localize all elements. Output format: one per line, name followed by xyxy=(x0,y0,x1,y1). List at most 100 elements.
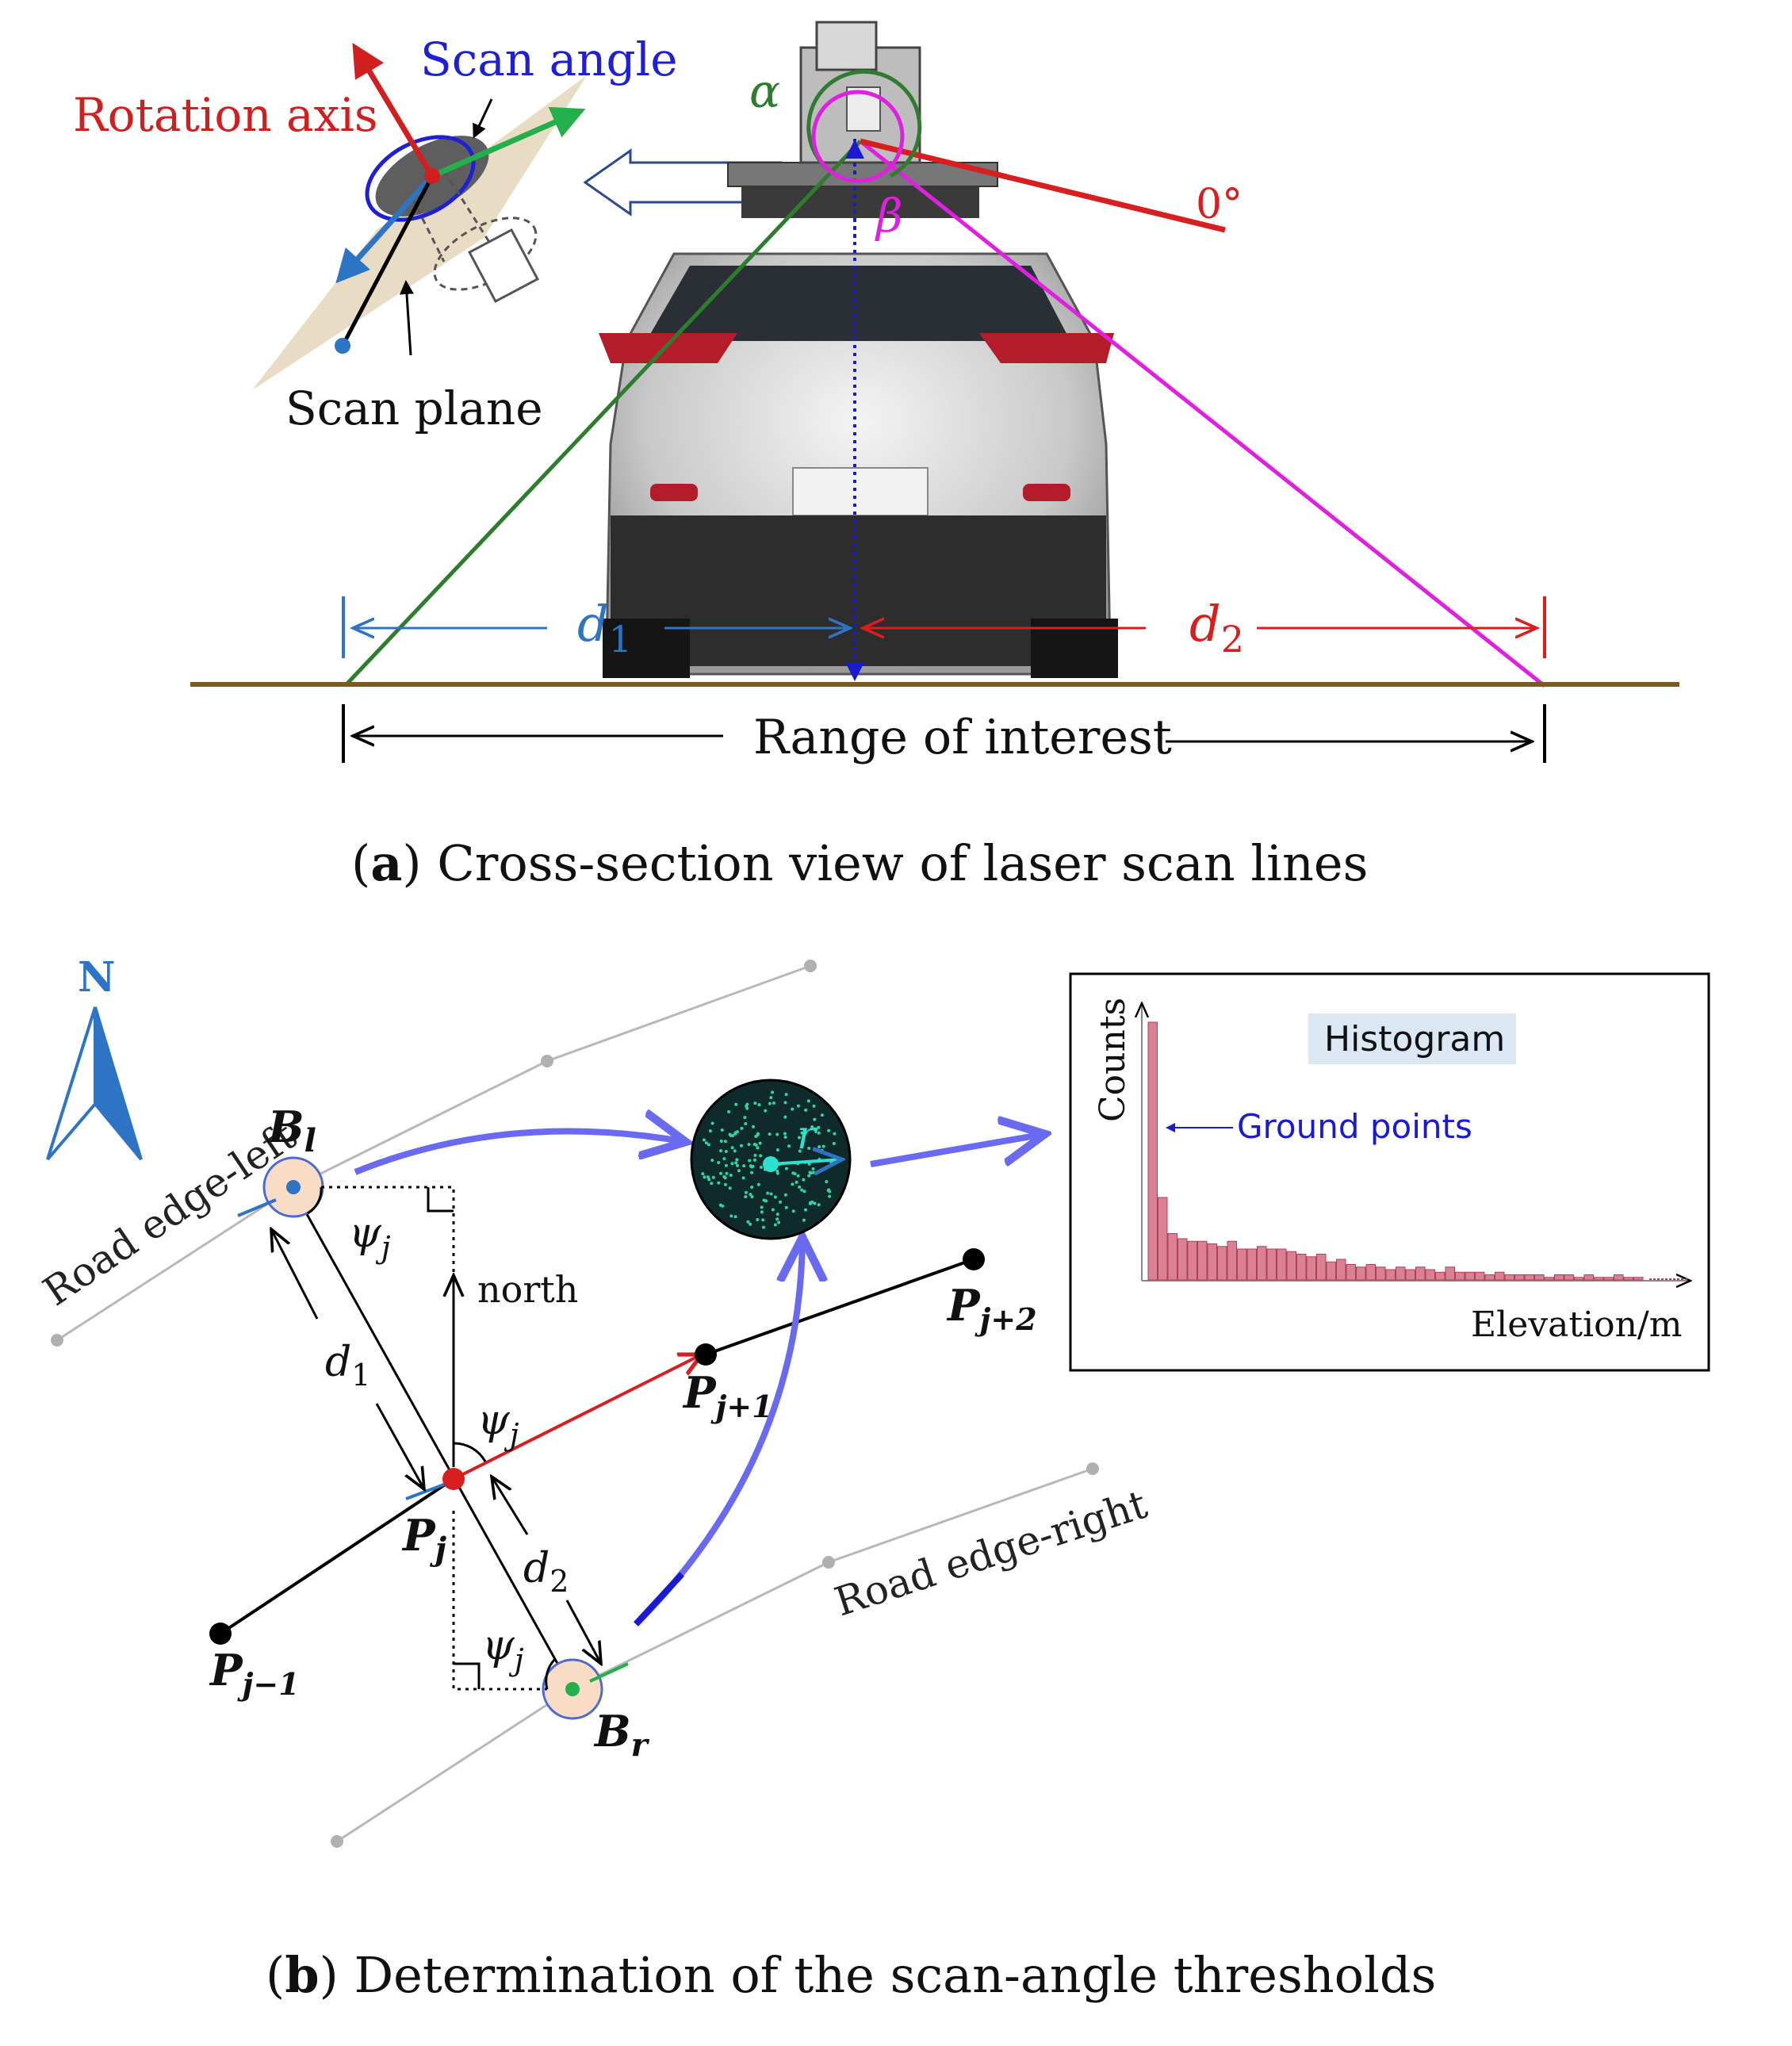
histogram-bar xyxy=(1669,1278,1671,1280)
disc-point xyxy=(817,1125,821,1129)
disc-point xyxy=(800,1131,804,1135)
disc-point xyxy=(710,1121,714,1125)
trajectory-forward xyxy=(705,1258,974,1356)
disc-point xyxy=(724,1149,728,1153)
d1-b-arrow-down xyxy=(375,1403,424,1489)
disc-point xyxy=(813,1117,817,1121)
disc-point xyxy=(740,1126,744,1130)
disc-point xyxy=(775,1217,779,1221)
label-d2-b: d2 xyxy=(523,1545,569,1599)
disc-point xyxy=(773,1195,777,1199)
caption-b: (b) Determination of the scan-angle thre… xyxy=(266,1946,1436,2004)
alpha-arc xyxy=(806,69,922,178)
histogram-bar xyxy=(1564,1274,1574,1281)
histogram-bar xyxy=(1594,1277,1604,1281)
histogram-bar xyxy=(1167,1233,1177,1281)
disc-point xyxy=(772,1102,775,1105)
disc-point xyxy=(808,1171,812,1174)
label-psi-bottom: ψj xyxy=(482,1622,524,1677)
disc-point xyxy=(704,1141,708,1145)
green-scan-arrow xyxy=(431,106,586,179)
blue-scan-arrow xyxy=(335,174,435,284)
histogram-bar xyxy=(1673,1278,1675,1280)
disc-point xyxy=(759,1166,763,1170)
disc-point xyxy=(771,1090,775,1094)
flow-arrow-bl-to-disc xyxy=(354,1131,686,1175)
dotted-helper-bottom xyxy=(452,1511,547,1691)
disc-point xyxy=(827,1128,831,1132)
point-br xyxy=(565,1682,580,1696)
disc-point xyxy=(764,1109,768,1113)
disc-point xyxy=(727,1109,731,1113)
bl-tick xyxy=(237,1198,277,1217)
disc-point xyxy=(761,1218,765,1222)
disc-point xyxy=(746,1220,750,1224)
histogram-bar xyxy=(1544,1277,1554,1281)
disc-point xyxy=(827,1188,831,1192)
road-edge-right-line xyxy=(336,1467,1093,1843)
dotted-helper-top xyxy=(321,1186,455,1289)
histogram-bar xyxy=(1296,1254,1307,1281)
disc-point xyxy=(833,1132,837,1136)
disc-point xyxy=(783,1193,787,1197)
scan-plane-inset xyxy=(252,42,587,390)
d1-b-arrow-up xyxy=(271,1229,319,1320)
disc-point xyxy=(735,1158,739,1162)
disc-point xyxy=(723,1182,727,1186)
label-psi-mid: ψj xyxy=(477,1397,519,1452)
disc-point xyxy=(706,1175,710,1179)
disc-point xyxy=(721,1204,725,1208)
caption-a: (a) Cross-section view of laser scan lin… xyxy=(351,834,1368,892)
disc-point xyxy=(784,1093,788,1097)
histogram-bar xyxy=(1514,1274,1525,1281)
disc-point xyxy=(832,1141,836,1145)
histogram-bar xyxy=(1187,1240,1197,1281)
histogram-bar xyxy=(1445,1266,1455,1281)
histogram-bar xyxy=(1425,1269,1435,1281)
beta-circle xyxy=(811,90,905,183)
disc-point xyxy=(775,1213,779,1216)
disc-point xyxy=(791,1171,795,1175)
disc-point xyxy=(760,1210,764,1214)
label-r: r xyxy=(797,1112,818,1158)
histogram-bar xyxy=(1277,1248,1287,1281)
histogram-bar xyxy=(1286,1251,1296,1281)
perpendicular-line xyxy=(290,1186,572,1688)
disc-point xyxy=(791,1107,795,1111)
disc-point xyxy=(802,1178,806,1182)
disc-point xyxy=(783,1101,787,1105)
point-pj-plus-1 xyxy=(695,1343,717,1366)
disc-point xyxy=(728,1132,732,1136)
flow-arrow-br-to-disc xyxy=(634,1237,802,1626)
disc-point xyxy=(736,1130,740,1134)
label-pj-plus-2: Pj+2 xyxy=(946,1280,1037,1337)
disc-point xyxy=(711,1175,715,1179)
disc-point xyxy=(739,1144,743,1148)
disc-point xyxy=(725,1171,729,1175)
disc-point xyxy=(701,1172,705,1176)
label-d1-a: d1 xyxy=(577,595,632,661)
disc-point xyxy=(717,1181,721,1185)
histogram-bar xyxy=(1677,1278,1679,1280)
scan-angle-ellipse-blue xyxy=(365,135,476,222)
disc-point xyxy=(768,1132,772,1136)
disc-point xyxy=(822,1167,826,1171)
disc-point xyxy=(804,1208,808,1212)
label-scan-plane: Scan plane xyxy=(285,381,543,435)
disc-point xyxy=(775,1148,779,1151)
rotation-center xyxy=(424,168,440,184)
disc-point xyxy=(820,1113,824,1117)
histogram-bar xyxy=(1217,1246,1227,1281)
histogram-bar xyxy=(1633,1277,1644,1281)
point-pj xyxy=(442,1468,465,1490)
disc-point xyxy=(754,1134,758,1138)
histogram-bar xyxy=(1346,1264,1356,1281)
histogram-ylabel: Counts xyxy=(1093,998,1133,1122)
right-angle-top xyxy=(427,1187,454,1213)
disc-dots xyxy=(701,1090,837,1229)
disc-point xyxy=(728,1186,732,1190)
disc-point xyxy=(778,1200,782,1204)
black-beam-line xyxy=(340,174,435,347)
label-north-letter: N xyxy=(78,953,116,1002)
disc-point xyxy=(744,1190,748,1194)
